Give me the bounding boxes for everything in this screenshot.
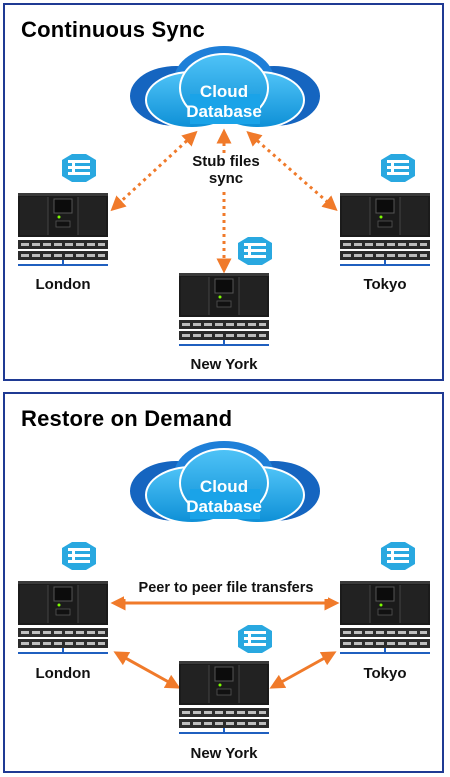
site-label-newyork: New York xyxy=(190,356,258,373)
transfer-arrows xyxy=(110,595,340,689)
server-tokyo xyxy=(339,192,431,266)
site-label-tokyo: Tokyo xyxy=(363,276,407,293)
stub-files-label: Stub files sync xyxy=(176,153,276,187)
server-london xyxy=(17,580,109,654)
server-newyork xyxy=(178,660,270,734)
arrow-tokyo-newyork xyxy=(269,651,337,689)
cloud-label-line1: Cloud xyxy=(200,82,248,101)
cloud-label-line2: Database xyxy=(186,102,262,121)
server-london xyxy=(17,192,109,266)
server-newyork xyxy=(178,272,270,346)
arrow-cloud-london xyxy=(110,130,198,212)
database-icon xyxy=(238,237,272,265)
cloud-database-icon: Cloud Database xyxy=(129,440,321,524)
stub-files-line2: sync xyxy=(208,170,244,187)
database-icon xyxy=(381,154,415,182)
peer-transfer-label: Peer to peer file transfers xyxy=(138,580,314,596)
site-label-london: London xyxy=(35,276,91,293)
panel-title: Restore on Demand xyxy=(21,406,233,431)
database-icon xyxy=(238,625,272,653)
cloud-label-line2: Database xyxy=(186,497,262,516)
site-label-london: London xyxy=(35,665,91,682)
panel-title: Continuous Sync xyxy=(21,17,205,42)
database-icon xyxy=(62,542,96,570)
site-label-newyork: New York xyxy=(190,745,258,762)
arrow-london-newyork xyxy=(113,651,181,689)
cloud-database-icon: Cloud Database xyxy=(129,45,321,129)
database-icon xyxy=(62,154,96,182)
database-icon xyxy=(381,542,415,570)
site-label-tokyo: Tokyo xyxy=(363,665,407,682)
stub-files-line1: Stub files xyxy=(192,153,260,170)
cloud-label-line1: Cloud xyxy=(200,477,248,496)
server-tokyo xyxy=(339,580,431,654)
